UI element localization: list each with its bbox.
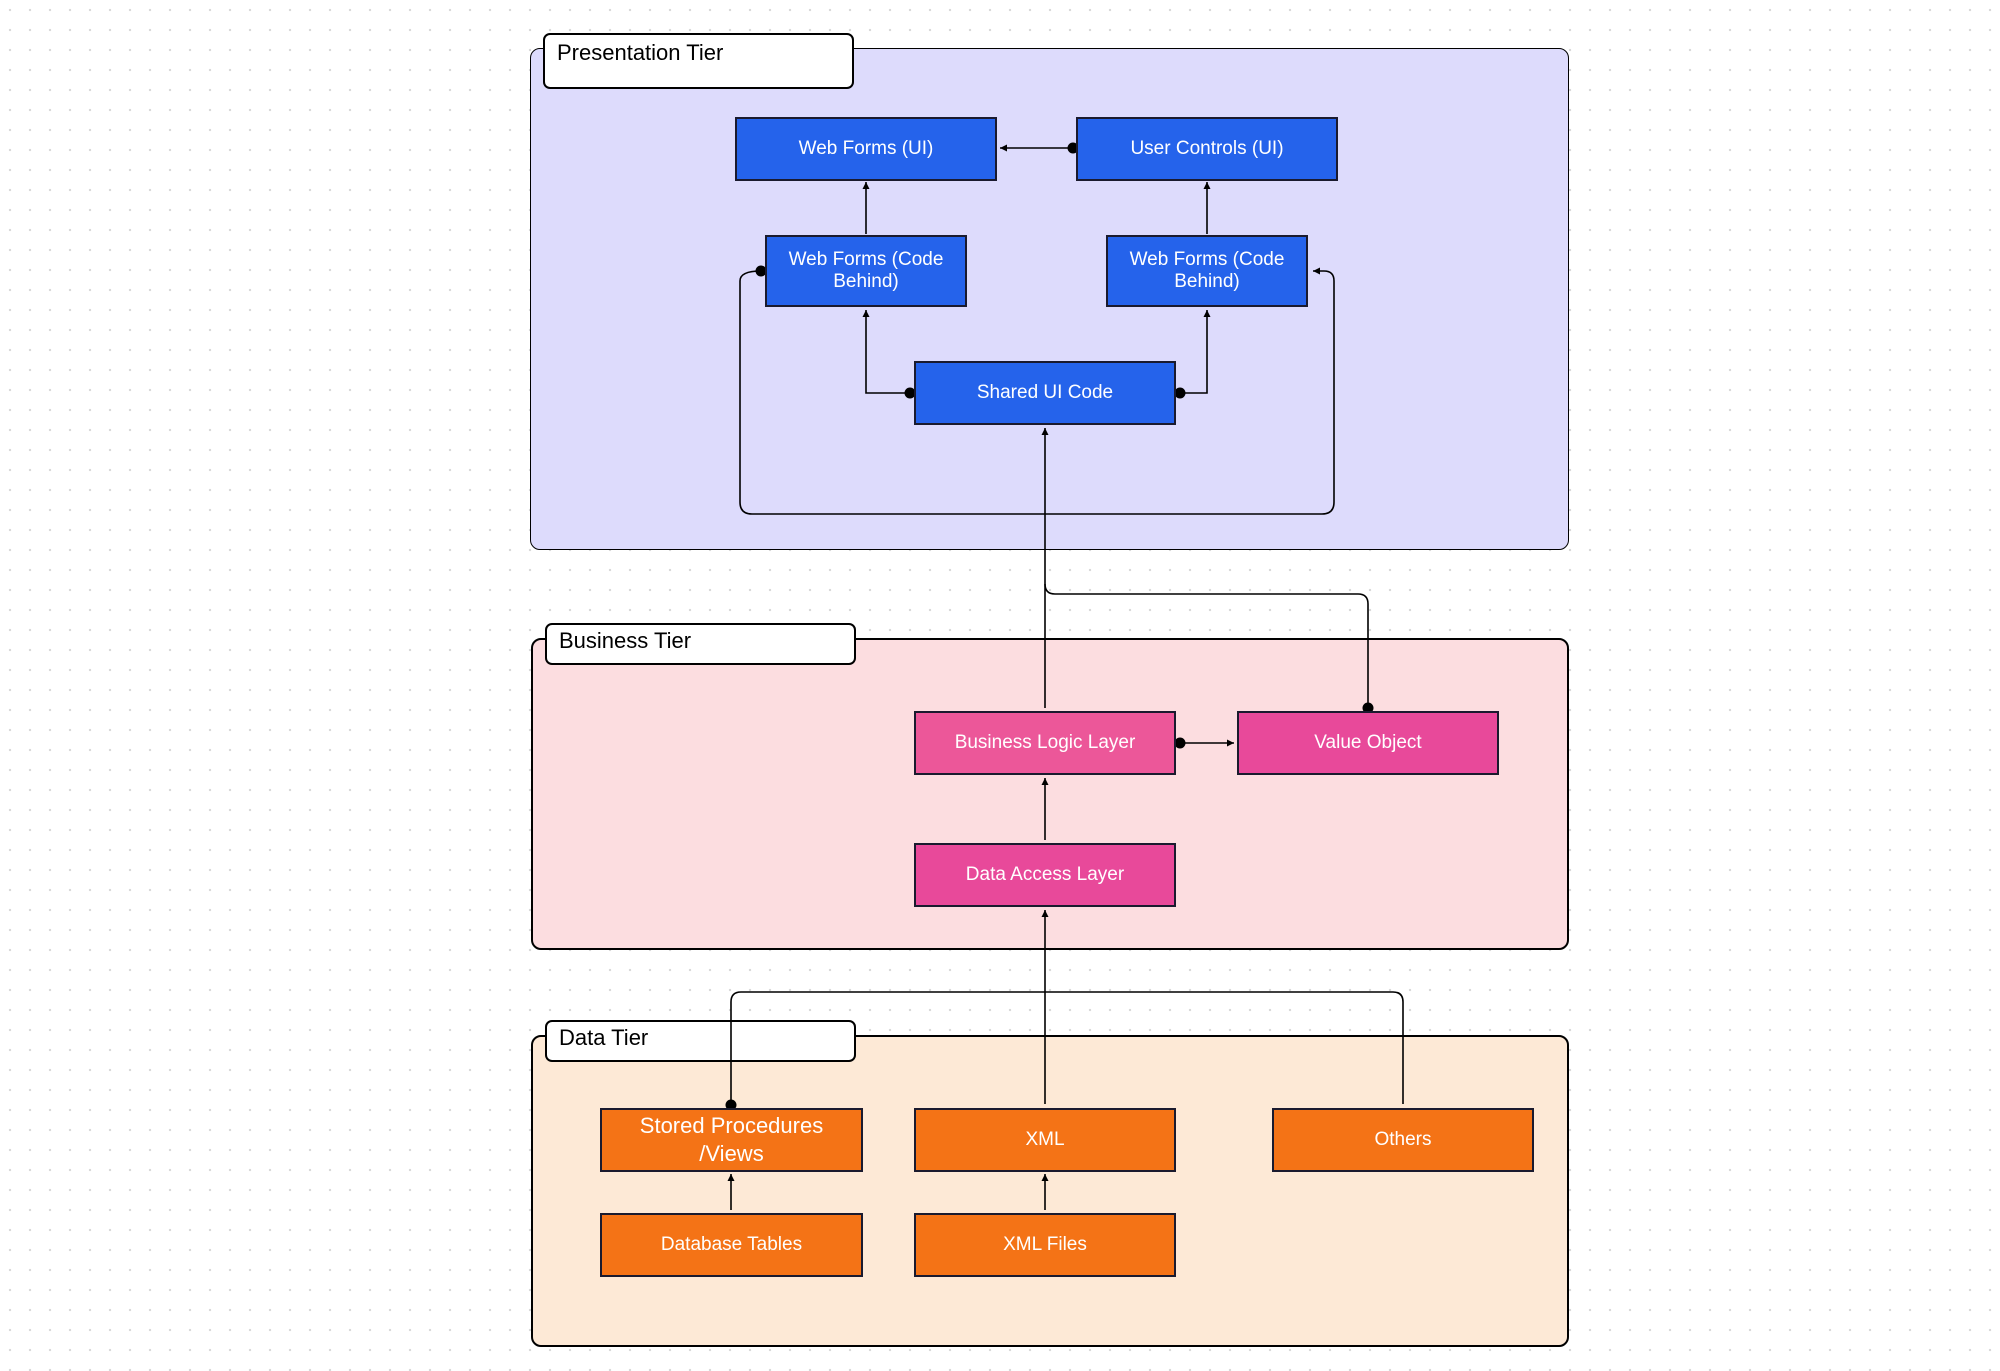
shared-ui-code-node[interactable]: Shared UI Code <box>914 361 1176 425</box>
presentation-tier-container <box>530 48 1569 550</box>
data-access-layer-node[interactable]: Data Access Layer <box>914 843 1176 907</box>
data-tier-label: Data Tier <box>545 1020 856 1062</box>
presentation-tier-label: Presentation Tier <box>543 33 854 89</box>
database-tables-node[interactable]: Database Tables <box>600 1213 863 1277</box>
business-logic-layer-node[interactable]: Business Logic Layer <box>914 711 1176 775</box>
business-tier-label: Business Tier <box>545 623 856 665</box>
xml-files-node[interactable]: XML Files <box>914 1213 1176 1277</box>
xml-node[interactable]: XML <box>914 1108 1176 1172</box>
others-node[interactable]: Others <box>1272 1108 1534 1172</box>
stored-procedures-views-node[interactable]: Stored Procedures /Views <box>600 1108 863 1172</box>
user-controls-ui-node[interactable]: User Controls (UI) <box>1076 117 1338 181</box>
value-object-node[interactable]: Value Object <box>1237 711 1499 775</box>
web-forms-ui-node[interactable]: Web Forms (UI) <box>735 117 997 181</box>
data-tier-container <box>531 1035 1569 1347</box>
web-forms-code-behind-left-node[interactable]: Web Forms (Code Behind) <box>765 235 967 307</box>
web-forms-code-behind-right-node[interactable]: Web Forms (Code Behind) <box>1106 235 1308 307</box>
